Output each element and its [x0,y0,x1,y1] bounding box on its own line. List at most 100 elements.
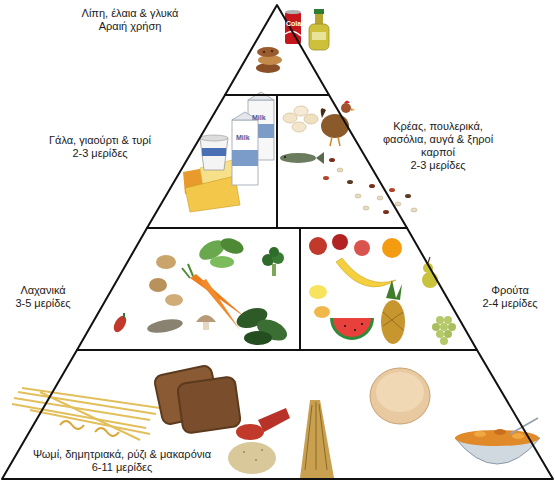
band-outline-shape [147,95,277,228]
beans-part [355,194,361,198]
eggplant-part [146,317,184,335]
pineapple-part [383,312,403,330]
food-group-name: Ψωμί, δημητριακά, ρύζι & μακαρόνια [31,448,213,461]
spinach [234,304,290,345]
lettuce-part [218,235,245,256]
pasta-part [40,392,140,440]
lemon-part [314,306,330,318]
carrots [182,264,246,330]
beans-part [405,194,411,198]
yogurt-cup-part [202,148,226,156]
serving-count: 3-5 μερίδες [13,297,72,310]
band-text: Φρούτα2-4 μερίδες [470,284,550,310]
rice-scoop-part [228,442,276,474]
pear [422,257,438,288]
mushroom [196,315,216,330]
broccoli-part [269,247,279,257]
oil-bottle-part [309,24,329,50]
band-text: Λαχανικά3-5 μερίδες [4,284,82,310]
rice-scoop-part [258,408,290,432]
carrots-part [182,264,193,278]
band-text: Κρέας, πουλερικά, φασόλια, αυγά & ξηροί … [368,120,508,172]
mushroom-part [203,322,209,330]
oil-bottle-part [312,32,326,40]
watermelon-part [333,318,371,337]
bread-slices-part [177,376,241,434]
grapes-part [440,323,448,331]
band-outline-shape [77,228,300,350]
fish-part [284,156,286,158]
lemon-part [309,285,327,299]
serving-count: 2-3 μερίδες [70,147,129,160]
food-group-name: Φρούτα [489,284,531,297]
chicken-part [338,137,340,146]
watermelon-part [354,329,356,331]
cereal-bowl-part [494,429,506,435]
pasta-part [18,392,156,414]
lettuce-part [210,256,234,268]
spinach-part [244,331,272,345]
pineapple-part [386,280,402,300]
pear-part [422,272,438,288]
eggs-part [304,114,318,124]
cereal-bowl-part [474,431,486,437]
fish [280,152,324,164]
chicken-part [321,114,349,138]
watermelon-part [361,323,363,325]
orange-part [382,238,402,258]
lemon [309,285,330,318]
fish-part [280,153,316,163]
banana-part [336,258,396,287]
pyramid-band: Κρέας, πουλερικά, φασόλια, αυγά & ξηροί … [277,95,527,228]
rice-scoop-part [261,449,263,451]
band-outline-shape [300,228,477,350]
carrots-part [200,279,240,330]
beans-part [347,180,353,184]
rice-scoop-part [236,424,264,440]
band-outline-shape [2,350,553,479]
pyramid-band: Λαχανικά3-5 μερίδες [0,228,300,350]
apples-part [354,240,370,256]
grapes-part [436,316,444,324]
food-group-name: Λίπη, έλαια & γλυκά [80,7,181,20]
grapes-part [448,323,456,331]
band-outline [25,95,277,228]
cookies-part [257,47,279,57]
beans-part [389,188,395,192]
band-outline [277,95,527,228]
pasta-part [60,421,84,429]
serving-count: 6-11 μερίδες [90,461,155,474]
pepper-part [111,314,129,335]
milk-cartons-part [232,120,258,185]
cola-can-part [285,12,301,44]
serving-count: 2-4 μερίδες [480,297,539,310]
cookies-part [271,50,273,52]
band-text: Γάλα, γιαούρτι & τυρί2-3 μερίδες [30,134,170,160]
eggplant [146,317,184,335]
pasta-part [22,388,160,408]
chicken-part [321,108,326,118]
beans-part [329,158,335,162]
pyramid-band: Γάλα, γιαούρτι & τυρί2-3 μερίδες [25,95,277,228]
yogurt-cup [200,135,228,170]
pear-part [428,257,430,263]
milk-cartons [232,92,274,185]
wheat-part [305,402,327,470]
grapes-part [444,316,452,324]
carrots-part [190,274,246,318]
watermelon-part [330,318,374,340]
chicken-part [330,137,332,146]
grapes-part [444,330,452,338]
oil-bottle [309,9,329,50]
food-group-name: Κρέας, πουλερικά, φασόλια, αυγά & ξηροί … [368,120,508,159]
band-outline-shape [277,95,407,228]
cola-can [285,10,301,44]
pasta-part [12,404,146,428]
apples [309,234,370,256]
potatoes-part [165,294,183,306]
milk-cartons-part [232,150,258,166]
pyramid-band: Ψωμί, δημητριακά, ρύζι & μακαρόνια6-11 μ… [0,350,555,482]
